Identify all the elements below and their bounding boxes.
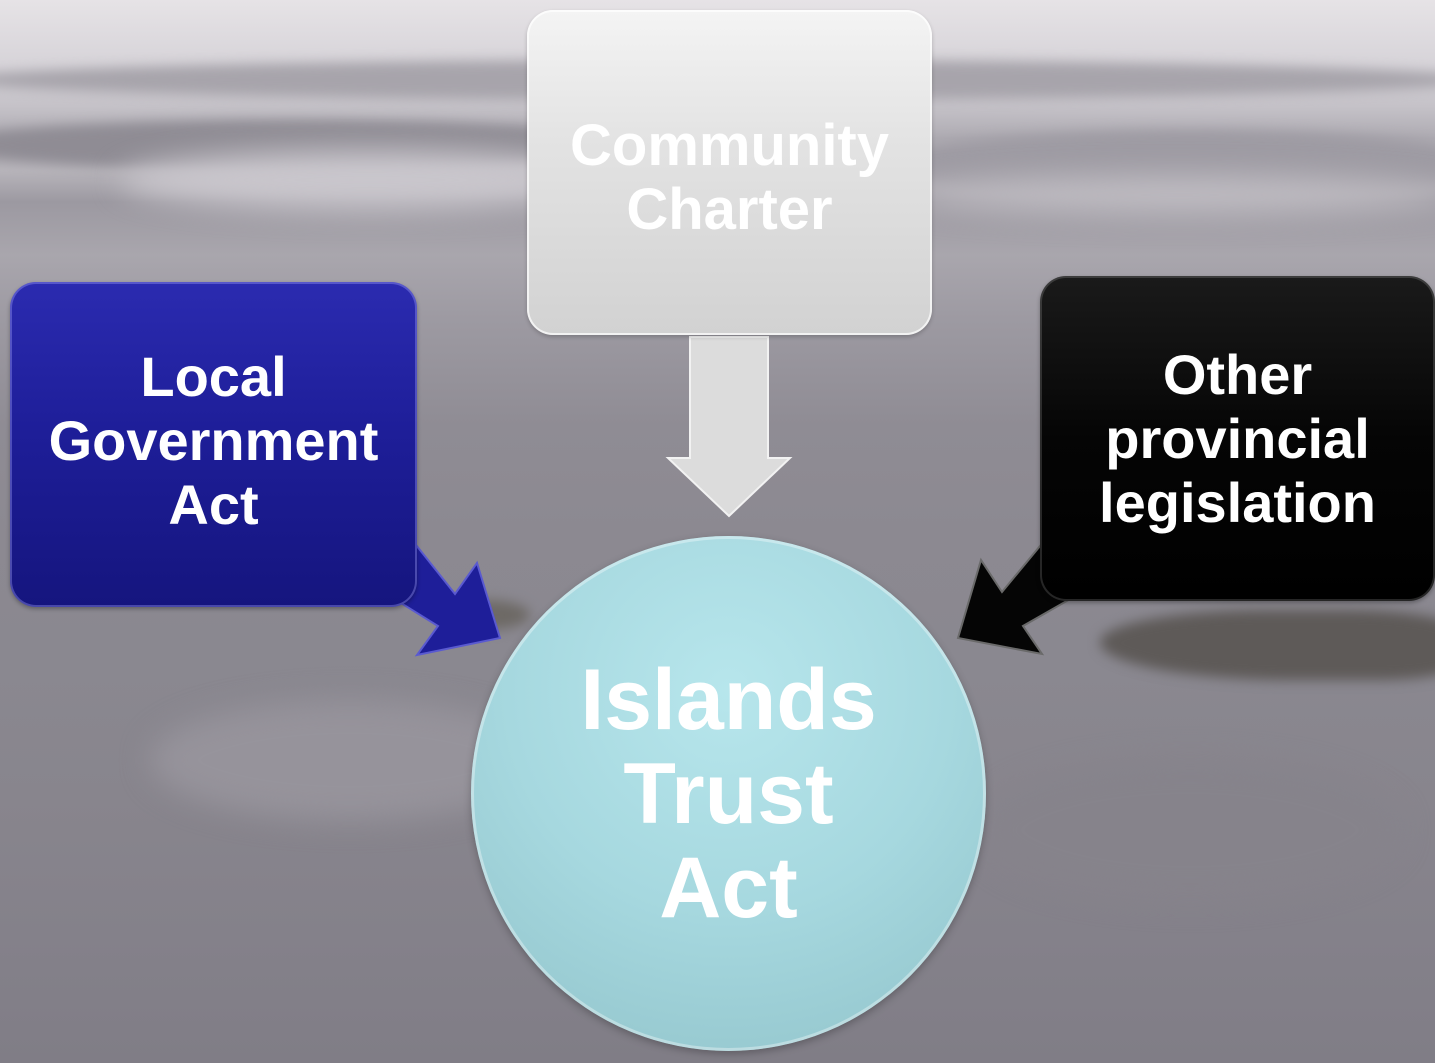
other-provincial-legislation-label: Other provincial legislation bbox=[1099, 343, 1376, 534]
islands-trust-act-circle: Islands Trust Act bbox=[471, 536, 986, 1051]
local-government-act-label: Local Government Act bbox=[48, 345, 379, 536]
local-government-act-box: Local Government Act bbox=[10, 282, 417, 607]
community-charter-box: Community Charter bbox=[527, 10, 932, 335]
islands-trust-act-label: Islands Trust Act bbox=[580, 651, 877, 936]
community-charter-label: Community Charter bbox=[570, 113, 889, 242]
arrow-down bbox=[665, 336, 793, 518]
other-provincial-legislation-box: Other provincial legislation bbox=[1040, 276, 1435, 601]
